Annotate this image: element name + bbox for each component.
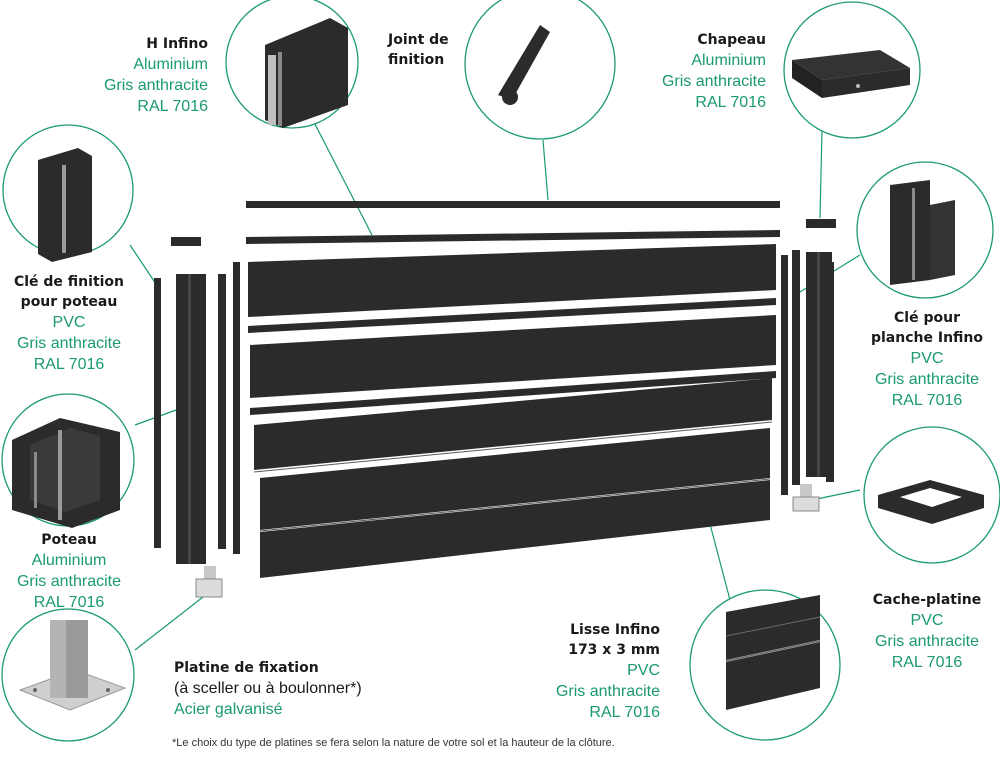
poteau-closeup xyxy=(12,418,120,528)
cle-planche-title-2: planche Infino xyxy=(870,330,983,346)
h-infino-line-3: RAL 7016 xyxy=(137,98,208,115)
h-infino-line-1: Aluminium xyxy=(133,56,208,73)
platine-left xyxy=(204,566,216,580)
poteau-line-1: Aluminium xyxy=(31,552,107,569)
platine-right xyxy=(800,484,812,498)
cache-platine-title: Cache-platine xyxy=(872,592,982,608)
cle-poteau-title-1: Clé de finition xyxy=(13,274,125,290)
platine-closeup xyxy=(18,620,127,711)
lisse-panels xyxy=(248,244,776,578)
cle-planche-line-2: Gris anthracite xyxy=(874,371,980,388)
cache-platine-closeup xyxy=(878,480,984,524)
footnote: *Le choix du type de platines se fera se… xyxy=(172,737,615,749)
lisse-line-3: RAL 7016 xyxy=(589,704,660,721)
poteau-line-2: Gris anthracite xyxy=(16,573,122,590)
cle-planche-closeup xyxy=(890,180,955,285)
label-cache-platine: Cache-platine PVC Gris anthracite RAL 70… xyxy=(862,590,992,673)
lisse-title-2: 173 x 3 mm xyxy=(568,642,660,658)
joint-title-2: finition xyxy=(388,52,445,68)
chapeau-line-2: Gris anthracite xyxy=(661,73,766,90)
chapeau-left xyxy=(171,237,201,246)
chapeau-line-1: Aluminium xyxy=(691,52,766,69)
label-platine: Platine de fixation (à sceller ou à boul… xyxy=(174,658,434,720)
h-infino-closeup xyxy=(265,18,348,128)
label-cle-poteau: Clé de finition pour poteau PVC Gris ant… xyxy=(4,272,134,375)
cle-poteau-closeup xyxy=(38,148,92,262)
label-cle-planche: Clé pour planche Infino PVC Gris anthrac… xyxy=(862,308,992,411)
cle-planche-line-1: PVC xyxy=(910,350,944,367)
label-lisse: Lisse Infino 173 x 3 mm PVC Gris anthrac… xyxy=(520,620,660,723)
cle-planche-line-3: RAL 7016 xyxy=(891,392,963,409)
h-infino-rail xyxy=(246,230,780,244)
chapeau-title: Chapeau xyxy=(697,32,766,48)
cle-finition-left xyxy=(154,278,161,548)
cle-poteau-line-1: PVC xyxy=(52,314,86,331)
joint-closeup xyxy=(498,25,550,105)
cle-poteau-title-2: pour poteau xyxy=(20,294,118,310)
label-joint: Joint de finition xyxy=(388,30,468,70)
lisse-closeup xyxy=(725,595,821,710)
chapeau-closeup xyxy=(792,50,910,98)
chapeau-line-3: RAL 7016 xyxy=(695,94,766,111)
lisse-line-2: Gris anthracite xyxy=(555,683,660,700)
lisse-line-1: PVC xyxy=(627,662,660,679)
h-infino-title: H Infino xyxy=(146,36,208,52)
cache-platine-line-1: PVC xyxy=(910,612,944,629)
platine-title: Platine de fixation xyxy=(174,660,319,676)
joint-title-1: Joint de xyxy=(388,32,449,48)
cache-platine-line-2: Gris anthracite xyxy=(874,633,980,650)
label-poteau: Poteau Aluminium Gris anthracite RAL 701… xyxy=(4,530,134,613)
joint-finition-rail xyxy=(246,201,780,208)
lisse-title-1: Lisse Infino xyxy=(570,622,660,638)
platine-subtitle: (à sceller ou à boulonner*) xyxy=(174,680,362,697)
cle-poteau-line-2: Gris anthracite xyxy=(16,335,122,352)
platine-line-1: Acier galvanisé xyxy=(174,701,283,718)
cle-poteau-line-3: RAL 7016 xyxy=(33,356,105,373)
chapeau-right xyxy=(806,219,836,228)
cle-planche-left xyxy=(218,274,226,549)
panel-grooves xyxy=(253,421,773,532)
h-infino-line-2: Gris anthracite xyxy=(103,77,208,94)
poteau-line-3: RAL 7016 xyxy=(33,594,105,611)
poteau-title: Poteau xyxy=(41,532,97,548)
cache-platine-line-3: RAL 7016 xyxy=(891,654,963,671)
label-h-infino: H Infino Aluminium Gris anthracite RAL 7… xyxy=(80,34,208,117)
label-chapeau: Chapeau Aluminium Gris anthracite RAL 70… xyxy=(630,30,766,113)
cle-planche-title-1: Clé pour xyxy=(894,310,960,326)
